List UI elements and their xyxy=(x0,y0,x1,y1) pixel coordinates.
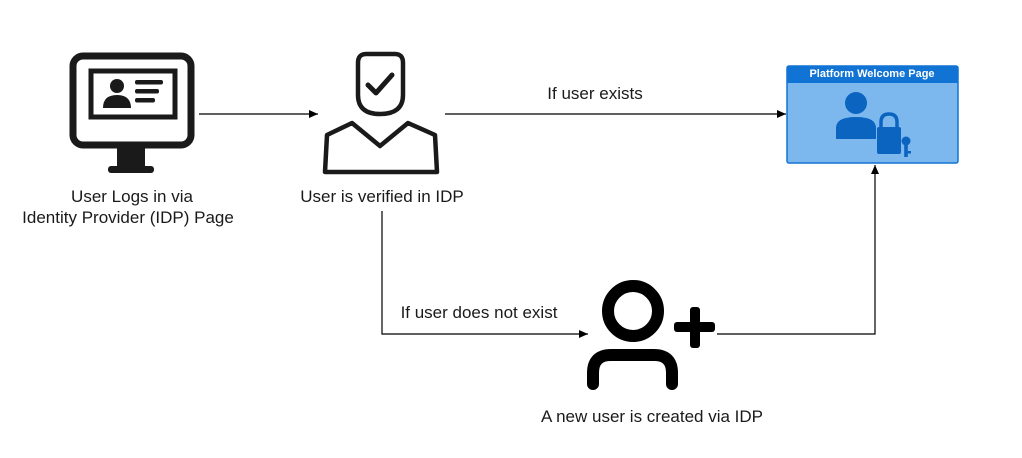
id-card-monitor-icon xyxy=(69,52,195,173)
edge-label-exists: If user exists xyxy=(547,84,642,103)
new-user-label: A new user is created via IDP xyxy=(541,407,763,426)
login-label-line1: User Logs in via xyxy=(71,187,193,206)
verified-user-icon xyxy=(322,51,440,175)
platform-welcome-panel xyxy=(786,65,959,164)
edge-new-user-to-welcome xyxy=(717,165,879,335)
user-lock-key-icon xyxy=(836,92,911,157)
edge-label-not-exists: If user does not exist xyxy=(401,303,558,322)
login-label-line2: Identity Provider (IDP) Page xyxy=(22,208,234,227)
verified-label: User is verified in IDP xyxy=(300,187,463,206)
welcome-title: Platform Welcome Page xyxy=(809,68,934,80)
user-plus-icon xyxy=(587,280,715,390)
edge-verified-to-new-user xyxy=(381,211,588,338)
